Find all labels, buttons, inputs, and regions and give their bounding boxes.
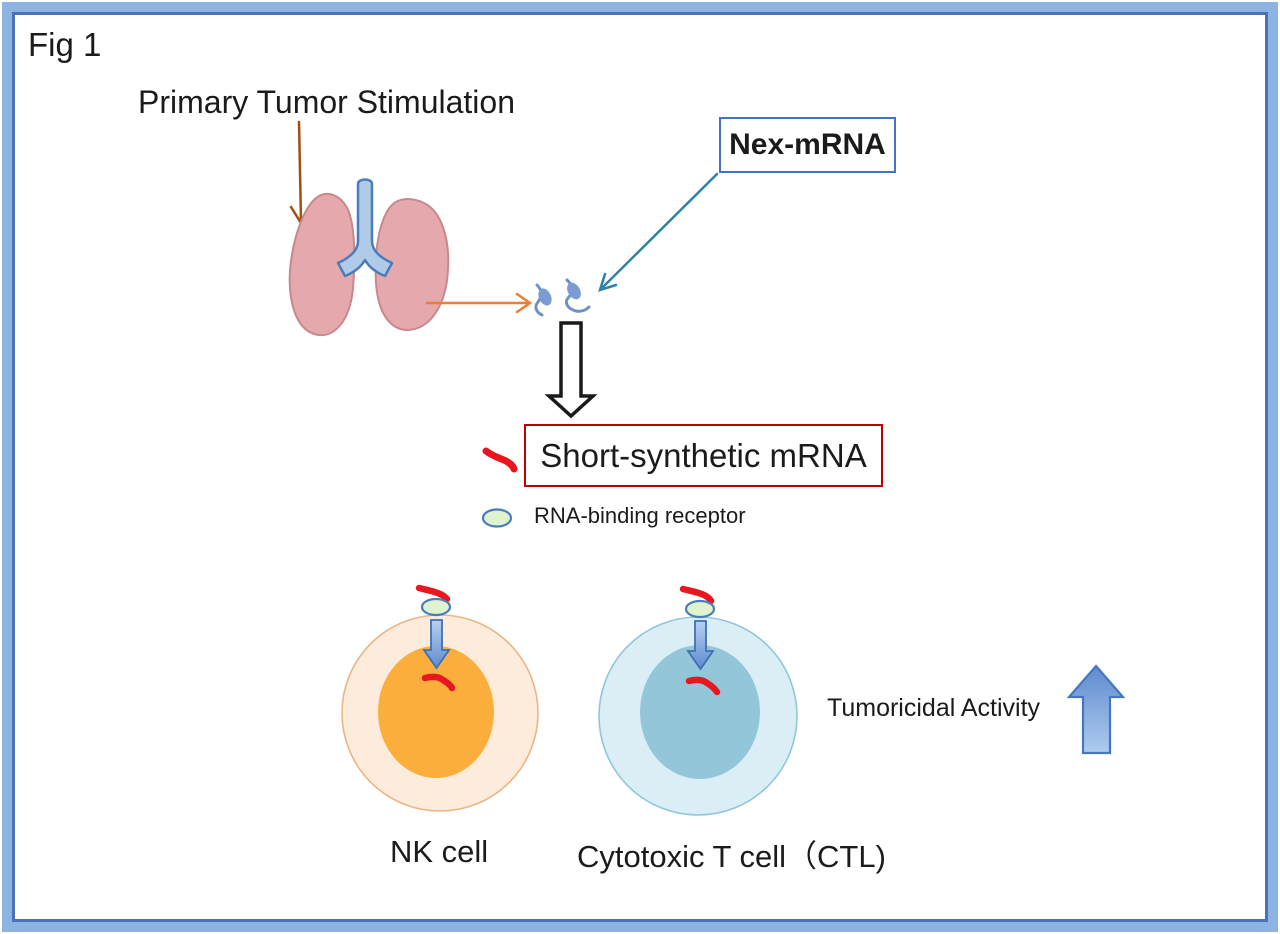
nk-cell-label: NK cell: [390, 834, 489, 869]
figure-number: Fig 1: [28, 26, 102, 63]
mrna-molecules-icon: [534, 278, 591, 317]
nex-mrna-pointer-arrow: [598, 172, 719, 292]
receptor-legend-label: RNA-binding receptor: [534, 503, 746, 528]
ctl-cell-illustration: [598, 585, 798, 816]
ctl-uptake-arrow: [686, 620, 715, 671]
ctl-cell-label: Cytotoxic T cell（CTL): [577, 839, 886, 874]
short-synthetic-mrna-label: Short-synthetic mRNA: [540, 436, 867, 474]
nk-cell-nucleus: [378, 646, 494, 778]
nk-external-mrna-icon: [415, 584, 451, 603]
tumoricidal-up-arrow-icon: [1066, 664, 1126, 755]
nex-mrna-box: Nex-mRNA: [719, 117, 896, 173]
rna-binding-receptor-icon: [481, 508, 513, 528]
nk-cell-illustration: [341, 584, 539, 812]
ctl-cell-nucleus: [640, 645, 760, 779]
nk-internal-mrna-icon: [421, 673, 456, 692]
lungs-icon: [288, 178, 450, 337]
nex-mrna-label: Nex-mRNA: [729, 128, 886, 161]
primary-tumor-heading: Primary Tumor Stimulation: [138, 84, 515, 120]
down-block-arrow-icon: [544, 321, 598, 419]
red-mrna-squiggle-icon: [482, 447, 518, 473]
ctl-receptor-icon: [684, 599, 716, 619]
short-synthetic-mrna-box: Short-synthetic mRNA: [524, 424, 883, 487]
left-lung: [288, 192, 356, 337]
nk-receptor-icon: [420, 597, 452, 617]
tumoricidal-activity-label: Tumoricidal Activity: [827, 694, 1041, 722]
ctl-internal-mrna-icon: [685, 676, 721, 696]
ctl-external-mrna-icon: [679, 585, 715, 605]
nk-uptake-arrow: [422, 619, 451, 670]
lung-to-mrna-arrow: [425, 292, 533, 314]
trachea: [336, 178, 394, 278]
